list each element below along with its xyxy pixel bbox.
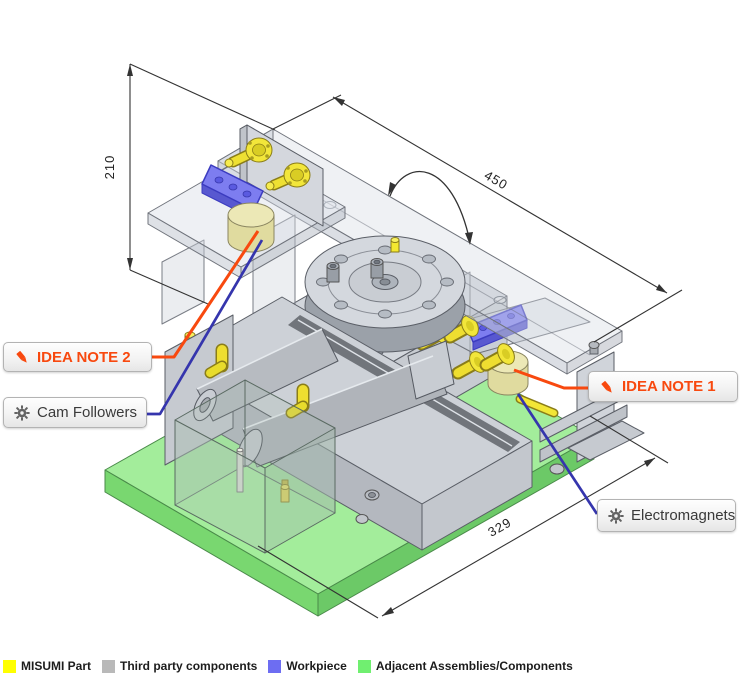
gear-icon xyxy=(608,507,624,524)
legend-label-adjacent: Adjacent Assemblies/Components xyxy=(375,659,573,673)
legend-swatch-misumi xyxy=(3,659,16,673)
legend-swatch-adjacent xyxy=(357,659,371,673)
legend-swatch-third-party xyxy=(102,659,116,673)
cam-follower-left-b xyxy=(265,162,311,191)
pneumatic-fittings xyxy=(204,343,310,419)
rotary-table-flange xyxy=(304,235,466,353)
electromagnets-label: Electromagnets xyxy=(631,507,736,524)
yellow-locating-pin xyxy=(390,237,400,253)
legend-swatch-workpiece xyxy=(268,659,282,673)
cam-followers-label: Cam Followers xyxy=(37,404,138,421)
dimension-height-210: 210 xyxy=(102,63,276,305)
color-legend: MISUMI Part Third party components Workp… xyxy=(3,659,573,673)
clear-box-bracket xyxy=(174,379,336,554)
electromagnet-left xyxy=(227,202,275,253)
machine-assembly xyxy=(104,124,645,617)
rotation-arrow xyxy=(388,171,473,245)
callout-lines xyxy=(147,230,599,515)
legend-item-misumi: MISUMI Part xyxy=(3,659,91,673)
idea-note-2-button[interactable]: IDEA NOTE 2 xyxy=(3,342,152,372)
pencil-icon xyxy=(16,351,27,363)
small-yellow-fitting xyxy=(280,479,290,503)
pencil-icon xyxy=(601,380,612,393)
legend-item-workpiece: Workpiece xyxy=(268,659,347,673)
bolt-circle xyxy=(316,245,454,319)
callout-line-idea-note-1 xyxy=(513,368,588,390)
legend-label-third-party: Third party components xyxy=(120,659,258,673)
shaft-cylinders xyxy=(193,328,455,468)
callout-line-cam-followers xyxy=(147,239,264,416)
yellow-pin xyxy=(515,394,559,418)
idea-note-1-button[interactable]: IDEA NOTE 1 xyxy=(588,371,738,402)
legend-label-misumi: MISUMI Part xyxy=(21,659,92,673)
idea-note-2-label: IDEA NOTE 2 xyxy=(37,348,131,366)
callout-line-electromagnets xyxy=(516,393,599,515)
cam-follower-left-a xyxy=(224,137,273,168)
cam-followers-button[interactable]: Cam Followers xyxy=(3,397,147,428)
dim-450-text: 450 xyxy=(482,167,511,192)
callout-line-idea-note-2 xyxy=(152,230,260,359)
socket-bolts xyxy=(326,258,384,283)
electromagnets-button[interactable]: Electromagnets xyxy=(597,499,736,532)
legend-item-adjacent: Adjacent Assemblies/Components xyxy=(357,659,573,673)
legend-label-workpiece: Workpiece xyxy=(286,659,347,673)
workpiece-assembly-left xyxy=(147,124,346,354)
gear-icon xyxy=(14,404,30,421)
dim-210-text: 210 xyxy=(102,155,117,180)
legend-item-third-party: Third party components xyxy=(102,659,257,673)
standoff-pin xyxy=(236,447,244,493)
idea-note-1-label: IDEA NOTE 1 xyxy=(622,378,716,395)
